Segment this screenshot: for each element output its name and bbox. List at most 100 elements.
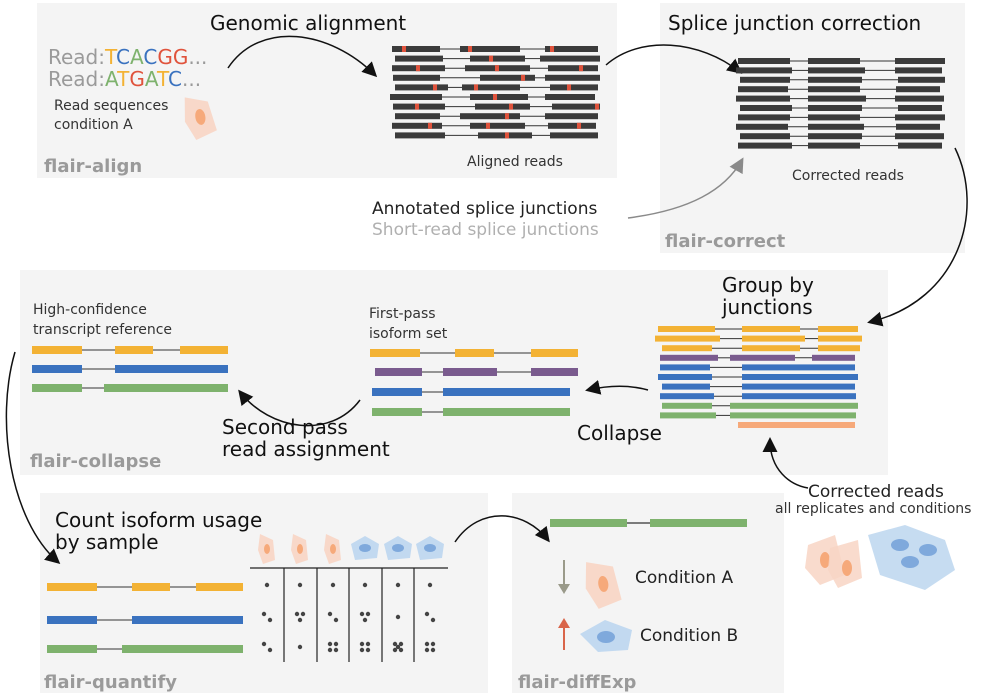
grouped-read	[658, 374, 858, 380]
count-dot	[365, 611, 371, 617]
count-dot	[267, 647, 273, 653]
aligned-read	[393, 74, 600, 81]
mismatch-mark	[415, 103, 419, 110]
count-dot	[395, 582, 401, 588]
first-pass-isoform	[372, 388, 570, 396]
count-dot	[333, 617, 339, 623]
corrected-read	[740, 133, 944, 140]
sample-cell-b-icon	[416, 536, 444, 560]
quant-isoform	[47, 616, 243, 624]
hc-label-1: High-confidence	[33, 302, 147, 318]
count-dot	[392, 647, 398, 653]
condition-b-label: Condition B	[640, 626, 738, 646]
grouped-read	[658, 326, 858, 332]
second-pass-label-2: read assignment	[222, 437, 390, 461]
arrow-group-to-collapse	[585, 380, 649, 395]
diffexp-isoform	[550, 519, 747, 527]
read-sequences-caption: Read sequences	[54, 98, 168, 114]
stage-flair-diffexp: flair-diffExp	[518, 672, 637, 693]
panel-quantify	[40, 493, 488, 693]
corrected-read	[736, 67, 942, 74]
first-pass-isoforms	[370, 349, 578, 416]
corrected-read	[736, 95, 944, 102]
count-dot	[359, 641, 365, 647]
sample-cell-a-icon	[291, 534, 308, 564]
step-splice-junction-correction: Splice junction correction	[668, 11, 921, 35]
arrow-down-icon	[558, 560, 570, 594]
count-dot	[359, 611, 365, 617]
grouped-read	[660, 412, 856, 419]
hc-label-2: transcript reference	[33, 322, 172, 338]
count-dot	[424, 641, 430, 647]
stage-flair-collapse: flair-collapse	[30, 451, 161, 472]
count-dot	[430, 617, 436, 623]
corrected-read	[738, 58, 945, 64]
count-dot	[365, 641, 371, 647]
first-pass-isoform	[372, 408, 570, 416]
mismatch-mark	[402, 46, 406, 52]
hc-isoform	[32, 384, 228, 392]
corrected-reads-caption: Corrected reads	[792, 168, 904, 184]
collapse-label: Collapse	[577, 421, 662, 445]
count-dot	[333, 641, 339, 647]
group-by-title-2: junctions	[721, 295, 813, 319]
first-pass-isoform	[375, 368, 578, 376]
count-dot	[264, 582, 270, 588]
grouped-reads	[655, 326, 862, 428]
count-dot	[300, 611, 306, 617]
grouped-read	[655, 335, 862, 342]
arrow-junctions-to-correct	[627, 157, 744, 219]
hc-isoform	[32, 346, 228, 354]
count-dot	[430, 641, 436, 647]
count-dot	[327, 647, 333, 653]
grouped-read	[660, 354, 855, 361]
corrected-read	[740, 105, 942, 111]
step-genomic-alignment: Genomic alignment	[210, 11, 406, 35]
cell-cluster-a	[805, 535, 862, 588]
corrected-replicates-2: all replicates and conditions	[775, 501, 971, 517]
mismatch-mark	[567, 84, 571, 91]
corrected-read	[738, 86, 940, 93]
arrow-replicates-to-group	[762, 437, 809, 489]
aligned-read	[393, 103, 600, 110]
grouped-read	[662, 383, 855, 390]
arrow-quantify-to-diffexp	[454, 515, 550, 543]
group-by-title-1: Group by	[722, 273, 814, 297]
mismatch-mark	[505, 113, 509, 120]
condition-a-caption: condition A	[54, 117, 133, 133]
annotated-splice-junctions: Annotated splice junctions	[372, 199, 597, 219]
count-dot	[294, 611, 300, 617]
count-dot	[365, 647, 371, 653]
quant-isoform	[47, 645, 243, 653]
mismatch-mark	[495, 65, 499, 72]
mismatch-mark	[509, 103, 513, 110]
quant-isoform	[47, 583, 243, 591]
mismatch-mark	[433, 84, 437, 91]
count-dot	[362, 582, 368, 588]
mismatch-mark	[521, 74, 525, 81]
aligned-read	[395, 55, 600, 62]
count-dot	[395, 644, 401, 650]
count-dot	[327, 641, 333, 647]
quantify-title-1: Count isoform usage	[55, 508, 262, 532]
aligned-reads	[390, 46, 600, 139]
mismatch-mark	[416, 65, 420, 72]
aligned-read	[395, 113, 598, 120]
panel-align	[37, 3, 617, 178]
grouped-read	[662, 345, 860, 352]
count-dot	[392, 641, 398, 647]
count-dot	[398, 641, 404, 647]
sample-cell-a-icon	[258, 534, 275, 564]
short-read-splice-junctions: Short-read splice junctions	[372, 220, 599, 240]
count-dot	[333, 647, 339, 653]
mismatch-mark	[474, 84, 478, 91]
count-dot	[327, 611, 333, 617]
corrected-read	[738, 114, 945, 121]
count-dot	[297, 644, 303, 650]
count-dot	[427, 582, 433, 588]
quant-isoforms	[47, 583, 243, 653]
stage-flair-align: flair-align	[44, 156, 142, 177]
arrow-correct-to-group	[867, 147, 968, 327]
count-dot	[424, 647, 430, 653]
mismatch-mark	[486, 122, 490, 129]
